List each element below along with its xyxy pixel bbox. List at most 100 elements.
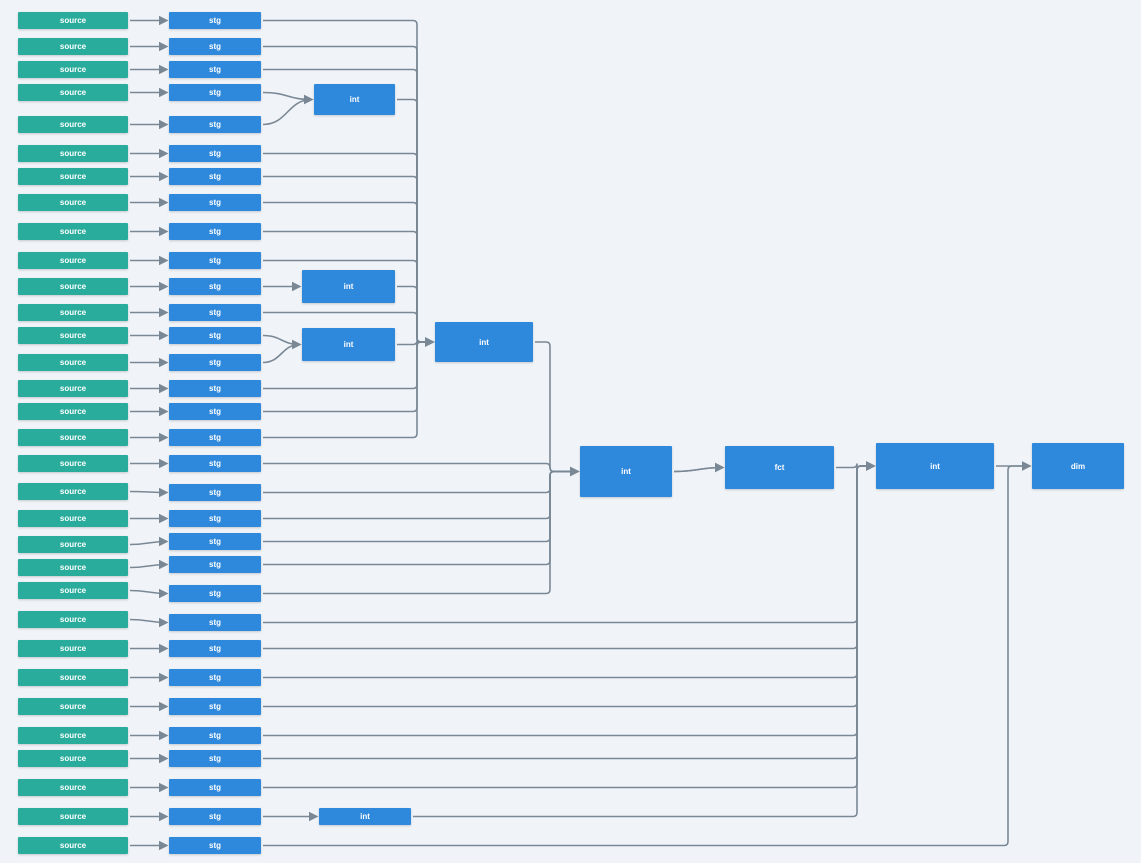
fct-node-1[interactable]: fct — [725, 446, 834, 489]
stg-node-32[interactable]: stg — [169, 837, 261, 854]
source-node-label: source — [59, 65, 87, 74]
source-node-17[interactable]: source — [18, 429, 128, 446]
source-node-21[interactable]: source — [18, 536, 128, 553]
stg-node-21[interactable]: stg — [169, 533, 261, 550]
stg-node-1[interactable]: stg — [169, 12, 261, 29]
source-node-20[interactable]: source — [18, 510, 128, 527]
stg-node-22[interactable]: stg — [169, 556, 261, 573]
edge-stg14-to-intC — [262, 339, 302, 364]
stg-node-29[interactable]: stg — [169, 750, 261, 767]
stg-node-17[interactable]: stg — [169, 429, 261, 446]
stg-node-label: stg — [209, 256, 221, 265]
source-node-10[interactable]: source — [18, 252, 128, 269]
source-node-label: source — [59, 702, 87, 711]
source-node-3[interactable]: source — [18, 61, 128, 78]
int-node-6[interactable]: int — [876, 443, 994, 489]
source-node-18[interactable]: source — [18, 455, 128, 472]
stg-node-18[interactable]: stg — [169, 455, 261, 472]
int-node-4[interactable]: int — [435, 322, 533, 362]
source-node-30[interactable]: source — [18, 779, 128, 796]
dim-node-1[interactable]: dim — [1032, 443, 1124, 489]
stg-node-14[interactable]: stg — [169, 354, 261, 371]
source-node-9[interactable]: source — [18, 223, 128, 240]
source-node-13[interactable]: source — [18, 327, 128, 344]
stg-node-label: stg — [209, 120, 221, 129]
stg-node-11[interactable]: stg — [169, 278, 261, 295]
stg-node-13[interactable]: stg — [169, 327, 261, 344]
stg-node-31[interactable]: stg — [169, 808, 261, 825]
source-node-label: source — [59, 384, 87, 393]
source-node-16[interactable]: source — [18, 403, 128, 420]
stg-node-label: stg — [209, 560, 221, 569]
source-node-19[interactable]: source — [18, 483, 128, 500]
source-node-22[interactable]: source — [18, 559, 128, 576]
stg-node-3[interactable]: stg — [169, 61, 261, 78]
stg-node-19[interactable]: stg — [169, 484, 261, 501]
stg-node-label: stg — [209, 537, 221, 546]
stg-node-12[interactable]: stg — [169, 304, 261, 321]
edge-stg18-to-intE — [263, 462, 580, 477]
source-node-27[interactable]: source — [18, 698, 128, 715]
source-node-12[interactable]: source — [18, 304, 128, 321]
stg-node-6[interactable]: stg — [169, 145, 261, 162]
source-node-32[interactable]: source — [18, 837, 128, 854]
source-node-6[interactable]: source — [18, 145, 128, 162]
source-node-label: source — [59, 731, 87, 740]
source-node-31[interactable]: source — [18, 808, 128, 825]
stg-node-label: stg — [209, 358, 221, 367]
stg-node-label: stg — [209, 673, 221, 682]
stg-node-23[interactable]: stg — [169, 585, 261, 602]
source-node-14[interactable]: source — [18, 354, 128, 371]
int-node-7[interactable]: int — [319, 808, 411, 825]
stg-node-24[interactable]: stg — [169, 614, 261, 631]
stg-node-label: stg — [209, 16, 221, 25]
source-node-25[interactable]: source — [18, 640, 128, 657]
int-node-3[interactable]: int — [302, 328, 395, 361]
source-node-4[interactable]: source — [18, 84, 128, 101]
source-node-26[interactable]: source — [18, 669, 128, 686]
source-node-11[interactable]: source — [18, 278, 128, 295]
stg-node-8[interactable]: stg — [169, 194, 261, 211]
stg-node-label: stg — [209, 783, 221, 792]
stg-node-label: stg — [209, 754, 221, 763]
source-node-label: source — [59, 331, 87, 340]
source-node-15[interactable]: source — [18, 380, 128, 397]
source-node-label: source — [59, 540, 87, 549]
stg-node-label: stg — [209, 812, 221, 821]
source-node-label: source — [59, 120, 87, 129]
int-node-label: int — [360, 812, 370, 821]
stg-node-15[interactable]: stg — [169, 380, 261, 397]
source-node-28[interactable]: source — [18, 727, 128, 744]
int-node-5[interactable]: int — [580, 446, 672, 497]
stg-node-label: stg — [209, 618, 221, 627]
edge-stg32-to-dim1 — [263, 461, 1032, 847]
source-node-24[interactable]: source — [18, 611, 128, 628]
int-node-2[interactable]: int — [302, 270, 395, 303]
source-node-label: source — [59, 586, 87, 595]
stg-node-25[interactable]: stg — [169, 640, 261, 657]
edge-intB-to-intD — [397, 285, 435, 347]
stg-node-27[interactable]: stg — [169, 698, 261, 715]
stg-node-10[interactable]: stg — [169, 252, 261, 269]
stg-node-28[interactable]: stg — [169, 727, 261, 744]
stg-node-16[interactable]: stg — [169, 403, 261, 420]
source-node-7[interactable]: source — [18, 168, 128, 185]
source-node-8[interactable]: source — [18, 194, 128, 211]
stg-node-4[interactable]: stg — [169, 84, 261, 101]
stg-node-26[interactable]: stg — [169, 669, 261, 686]
stg-node-30[interactable]: stg — [169, 779, 261, 796]
stg-node-7[interactable]: stg — [169, 168, 261, 185]
stg-node-9[interactable]: stg — [169, 223, 261, 240]
int-node-1[interactable]: int — [314, 84, 395, 115]
stg-node-5[interactable]: stg — [169, 116, 261, 133]
stg-node-2[interactable]: stg — [169, 38, 261, 55]
source-node-5[interactable]: source — [18, 116, 128, 133]
source-node-29[interactable]: source — [18, 750, 128, 767]
stg-node-20[interactable]: stg — [169, 510, 261, 527]
source-node-2[interactable]: source — [18, 38, 128, 55]
source-node-23[interactable]: source — [18, 582, 128, 599]
source-node-1[interactable]: source — [18, 12, 128, 29]
edge-intE-to-fct1 — [673, 462, 725, 473]
